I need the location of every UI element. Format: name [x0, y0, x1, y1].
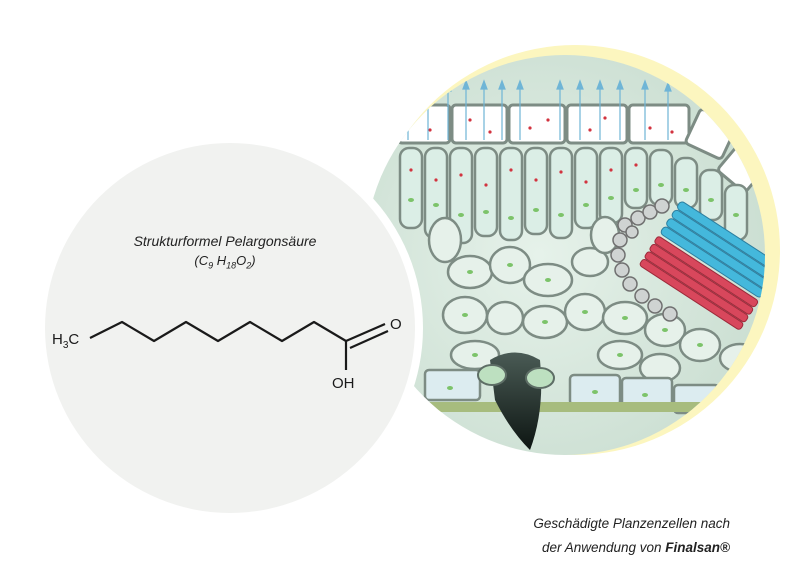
oxygen-label: O — [390, 316, 402, 333]
caption-line-2: der Anwendung von Finalsan® — [541, 540, 730, 555]
damage-dots — [408, 116, 674, 187]
chloroplasts — [408, 183, 743, 397]
structural-formula: H3C O OH — [52, 316, 402, 392]
illustration-caption: Geschädigte Planzenzellen nach der Anwen… — [400, 512, 730, 560]
caption-line-1: Geschädigte Planzenzellen nach — [533, 516, 730, 531]
brand-name: Finalsan® — [665, 540, 730, 555]
stomata-opening — [477, 352, 555, 450]
plant-tissue-illustration — [365, 55, 765, 455]
h3c-label: H3C — [52, 331, 79, 351]
vascular-bundle — [610, 198, 765, 330]
formula-circle — [45, 143, 415, 513]
cuticle-lower — [400, 402, 730, 412]
hydroxyl-label: OH — [332, 375, 355, 392]
carbonyl-double-bond-1 — [345, 322, 386, 343]
formula-title: Strukturformel Pelargonsäure — [133, 233, 317, 249]
formula-molecular: (C9 H18O2) — [194, 253, 256, 271]
carbonyl-double-bond-2 — [349, 329, 389, 350]
carbon-chain — [89, 320, 347, 343]
palisade-cells — [398, 146, 749, 245]
